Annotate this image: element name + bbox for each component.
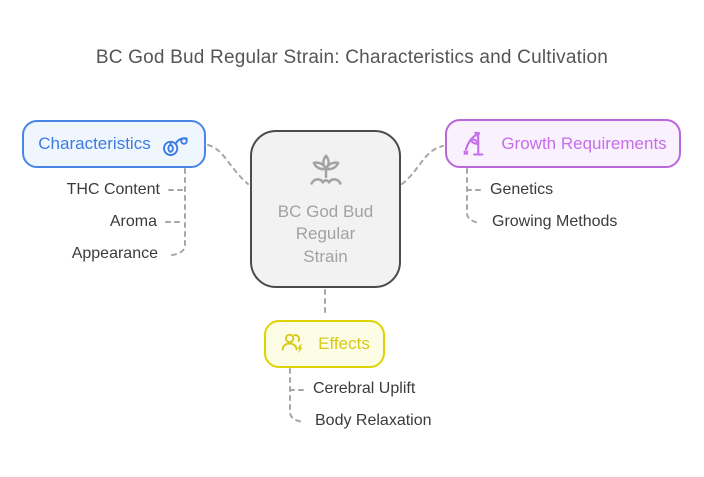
central-node-label: BC God Bud Regular Strain bbox=[277, 202, 374, 266]
node-effects: Effects bbox=[264, 320, 385, 368]
node-growth-requirements: Growth Requirements bbox=[445, 119, 681, 168]
sub-item-aroma: Aroma bbox=[109, 213, 157, 230]
growth-requirements-label: Growth Requirements bbox=[501, 133, 667, 153]
node-characteristics: Characteristics bbox=[22, 120, 206, 168]
page-title: BC God Bud Regular Strain: Characteristi… bbox=[95, 47, 609, 68]
plant-growth-icon bbox=[459, 127, 492, 160]
sprout-icon bbox=[303, 150, 349, 196]
sub-item-appearance: Appearance bbox=[71, 245, 158, 262]
characteristics-label: Characteristics bbox=[38, 134, 151, 153]
effects-label: Effects bbox=[318, 334, 370, 353]
sub-item-cerebral-uplift: Cerebral Uplift bbox=[313, 380, 416, 397]
sub-item-genetics: Genetics bbox=[490, 181, 554, 198]
sub-item-body-relaxation: Body Relaxation bbox=[315, 412, 432, 429]
central-node: BC God Bud Regular Strain bbox=[250, 130, 401, 288]
sub-item-growing-methods: Growing Methods bbox=[492, 213, 618, 230]
sub-item-thc-content: THC Content bbox=[66, 181, 160, 198]
person-energy-icon bbox=[279, 329, 309, 359]
magnifier-bud-icon bbox=[160, 129, 190, 159]
